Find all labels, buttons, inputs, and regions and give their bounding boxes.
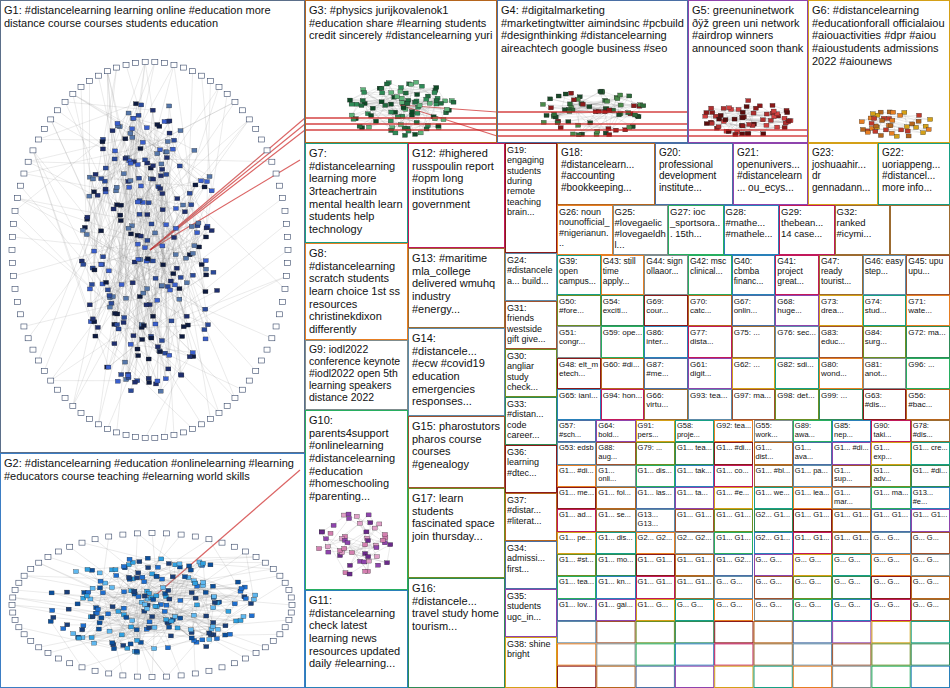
group-box: G3: #physics jurijkovalenok1 #education … bbox=[305, 0, 497, 143]
group-box: G10: parents4support #onlinelearning #di… bbox=[305, 410, 408, 590]
group-box: G11: #distancelearning check latest lear… bbox=[305, 590, 408, 688]
group-box: G15: pharostutors pharos course courses … bbox=[408, 416, 505, 488]
group-box: G8: #distancelearning scratch students l… bbox=[305, 243, 408, 340]
group-label: G11: #distancelearning check latest lear… bbox=[309, 594, 404, 670]
group-label: G19: engaging students during remote tea… bbox=[507, 145, 555, 217]
group-box: G13: #maritime mla_college delivered wmu… bbox=[408, 248, 505, 328]
group-label: G16: #distancele... travel study home to… bbox=[412, 582, 501, 633]
group-box: G9: iodl2022 conference keynote #iodl202… bbox=[305, 340, 408, 410]
group-label: G15: pharostutors pharos course courses … bbox=[412, 420, 501, 471]
group-box: G6: #distancelearning #educationforall o… bbox=[808, 0, 950, 143]
group-label: G4: #digitalmarketing #marketingtwitter … bbox=[501, 4, 684, 55]
group-label: G18: #distancelearn... #accounting #book… bbox=[561, 147, 651, 193]
group-box: G19: engaging students during remote tea… bbox=[505, 143, 557, 253]
group-label: G1: #distancelearning learning online #e… bbox=[4, 4, 301, 29]
group-box: G20: professional development institute.… bbox=[655, 143, 733, 205]
group-label: G9: iodl2022 conference keynote #iodl202… bbox=[309, 344, 404, 404]
group-box: G7: #distancelearning learning more 3rte… bbox=[305, 143, 408, 243]
group-label: G8: #distancelearning scratch students l… bbox=[309, 247, 404, 335]
group-label: G5: greenuninetwork ðÿž green uni networ… bbox=[692, 4, 804, 55]
group-label: G17: learn students fascinated space joi… bbox=[412, 492, 501, 543]
group-box: G16: #distancele... travel study home to… bbox=[408, 578, 505, 688]
group-box: G18: #distancelearn... #accounting #book… bbox=[557, 143, 655, 205]
group-label: G3: #physics jurijkovalenok1 #education … bbox=[309, 4, 493, 42]
group-box: G4: #digitalmarketing #marketingtwitter … bbox=[497, 0, 688, 143]
group-label: G20: professional development institute.… bbox=[659, 147, 729, 193]
group-box: G17: learn students fascinated space joi… bbox=[408, 488, 505, 578]
group-label: G10: parents4support #onlinelearning #di… bbox=[309, 414, 404, 502]
group-box: G5: greenuninetwork ðÿž green uni networ… bbox=[688, 0, 808, 143]
group-label: G7: #distancelearning learning more 3rte… bbox=[309, 147, 404, 235]
group-label: G12: #highered russpoulin report #opm lo… bbox=[412, 147, 501, 210]
group-label: G2: #distancelearning #education #online… bbox=[4, 457, 301, 482]
group-box: G14: #distancele... #ecw #covid19 educat… bbox=[408, 328, 505, 416]
group-box: G2: #distancelearning #education #online… bbox=[0, 453, 305, 688]
group-label: G6: #distancelearning #educationforall o… bbox=[812, 4, 946, 67]
group-box: G1: #distancelearning learning online #e… bbox=[0, 0, 305, 453]
group-label: G14: #distancele... #ecw #covid19 educat… bbox=[412, 332, 501, 408]
group-label: G13: #maritime mla_college delivered wmu… bbox=[412, 252, 501, 315]
group-box: G21: openunivers... #distancelearn... ou… bbox=[733, 143, 808, 205]
group-box: G12: #highered russpoulin report #opm lo… bbox=[408, 143, 505, 248]
